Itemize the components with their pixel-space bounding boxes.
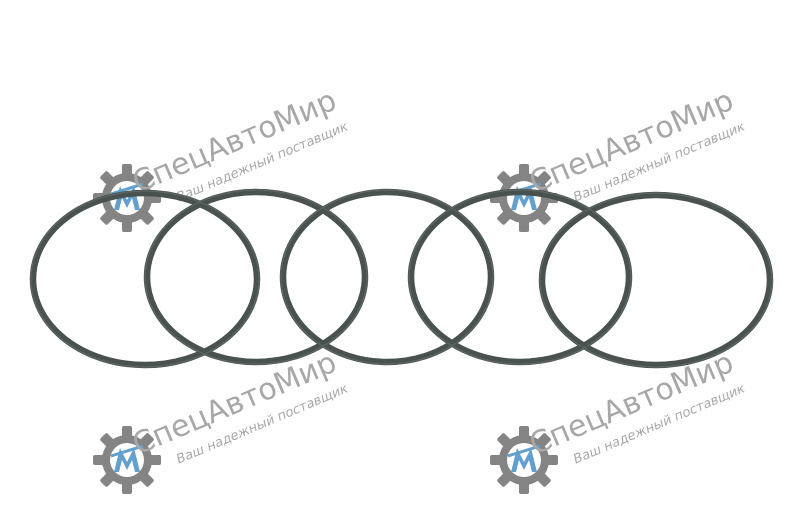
o-ring-5 [538,191,774,369]
o-ring-4 [407,188,633,366]
o-ring-1 [29,189,261,369]
o-ring-3 [279,188,495,366]
o-ring-set [29,188,774,369]
watermark-top-left: СпецАвтоМир Ваш надежный поставщик [91,83,350,234]
watermark-top-right: СпецАвтоМир Ваш надежный поставщик [488,83,747,234]
watermark-bottom-right: СпецАвтоМир Ваш надежный поставщик [488,345,747,496]
o-ring-2 [143,188,369,366]
